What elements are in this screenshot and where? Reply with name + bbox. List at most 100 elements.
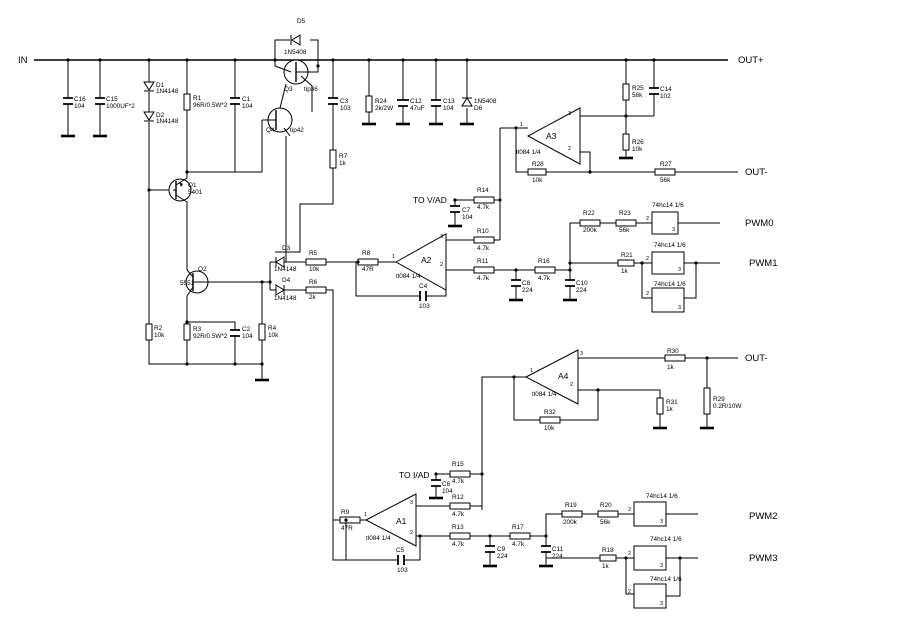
q1-ref: Q1	[188, 182, 197, 189]
d4-ref: D4	[282, 277, 291, 284]
a3-pin1: 1	[520, 122, 523, 128]
r7-ref: R7	[339, 153, 348, 160]
a1-stage	[333, 474, 553, 568]
d6-ref: D6	[474, 105, 483, 112]
r5-ref: R5	[309, 250, 318, 257]
a1-ref: A1	[396, 516, 407, 526]
r9-value: 47R	[341, 525, 353, 532]
r12-value: 4.7k	[452, 511, 465, 518]
c5-ref: C5	[396, 547, 405, 554]
d3-value: 1N4148	[274, 266, 297, 273]
gate3a-part: 74hc14 1/6	[650, 536, 682, 543]
c10-value: 224	[576, 287, 587, 294]
c13-value: 104	[443, 105, 454, 112]
gate0-pin-in: 2	[646, 216, 649, 222]
q3-ref: Q3	[284, 86, 293, 93]
c15-ref: C15	[106, 96, 118, 103]
in-label: IN	[18, 55, 28, 66]
d5-ref: D5	[297, 18, 306, 25]
r31-value: 1k	[666, 406, 674, 413]
r15-value: 4.7k	[452, 478, 465, 485]
gate2-pin-out: 3	[660, 519, 663, 525]
gate3b-pin-in: 2	[628, 589, 631, 595]
q4-value: tip42	[290, 127, 304, 134]
q3-value: tip36	[304, 86, 318, 93]
c9-value: 224	[497, 553, 508, 560]
r19-value: 200k	[563, 519, 578, 526]
bias-chain	[143, 60, 262, 365]
r19-ref: R19	[565, 502, 577, 509]
a4-ref: A4	[558, 371, 569, 381]
r23-value: 56k	[619, 227, 630, 234]
r22-value: 200k	[583, 227, 598, 234]
r1-value: 96R/0.5W*2	[193, 102, 228, 109]
vad-filter	[448, 196, 502, 228]
c1-value: 104	[242, 103, 253, 110]
r27-value: 56k	[660, 177, 671, 184]
r3-ref: R3	[193, 326, 202, 333]
a1-pin1: 1	[364, 512, 367, 518]
q2-stage	[183, 269, 270, 382]
gate3b-part: 74hc14 1/6	[650, 576, 682, 583]
q2-ref: Q2	[198, 266, 207, 273]
q4-ref: Q4	[266, 127, 275, 134]
c11-value: 224	[552, 553, 563, 560]
r5-value: 10k	[309, 266, 320, 273]
gate3a-pin-out: 3	[660, 563, 663, 569]
c12-ref: C12	[410, 98, 422, 105]
d1-value: 1N4148	[156, 88, 179, 95]
output-filter	[362, 60, 474, 126]
c14-ref: C14	[660, 86, 672, 93]
iad-filter	[429, 470, 484, 500]
r21-ref: R21	[621, 252, 633, 259]
r8-ref: R8	[362, 250, 371, 257]
q1-stage	[168, 60, 240, 270]
r10-ref: R10	[477, 228, 489, 235]
r24-value: 2k/2W	[375, 105, 394, 112]
c13-ref: C13	[443, 98, 455, 105]
c6-value: 104	[442, 488, 453, 495]
c3-r7	[275, 60, 338, 253]
to-vad-label: TO V/AD	[413, 195, 447, 205]
c8-value: 224	[522, 287, 533, 294]
a4-stage	[481, 349, 738, 510]
c7-value: 104	[462, 214, 473, 221]
gate1b-pin-out: 3	[678, 305, 681, 311]
r17-ref: R17	[512, 524, 524, 531]
r6-ref: R6	[309, 279, 318, 286]
r3-value: 92R/0.5W*2	[193, 333, 228, 340]
r9-ref: R9	[341, 509, 350, 516]
c11-ref: C11	[552, 546, 564, 553]
r4-ref: R4	[268, 325, 277, 332]
r24-ref: R24	[375, 98, 387, 105]
out-minus-2-label: OUT-	[745, 353, 768, 364]
r26-value: 10k	[632, 146, 643, 153]
r26-ref: R26	[632, 139, 644, 146]
d2-value: 1N4148	[156, 118, 179, 125]
r8-value: 47R	[362, 266, 374, 273]
r32-value: 10k	[544, 425, 555, 432]
c6-ref: C6	[442, 481, 451, 488]
power-transistors	[235, 34, 320, 263]
r6-value: 2k	[309, 294, 317, 301]
r7-value: 1k	[339, 160, 347, 167]
r23-ref: R23	[619, 210, 631, 217]
r2-ref: R2	[154, 325, 163, 332]
gate1a-pin-in: 2	[646, 256, 649, 262]
r1-ref: R1	[193, 95, 202, 102]
c5-value: 103	[397, 567, 408, 574]
power-rail	[34, 58, 728, 62]
r31-ref: R31	[666, 399, 678, 406]
c2-value: 104	[242, 333, 253, 340]
r32-ref: R32	[544, 409, 556, 416]
d1-ref: D1	[156, 82, 165, 89]
c4-value: 103	[419, 303, 430, 310]
gate1b-pin-in: 2	[646, 291, 649, 297]
gate2-part: 74hc14 1/6	[646, 493, 678, 500]
a1-part: tl084 1/4	[366, 535, 391, 542]
a4-pin1: 1	[530, 368, 533, 374]
a4-pin2: 2	[570, 382, 573, 388]
c8-ref: C8	[522, 280, 531, 287]
c9-ref: C9	[497, 546, 506, 553]
a2-part: tl084 1/4	[396, 273, 421, 280]
